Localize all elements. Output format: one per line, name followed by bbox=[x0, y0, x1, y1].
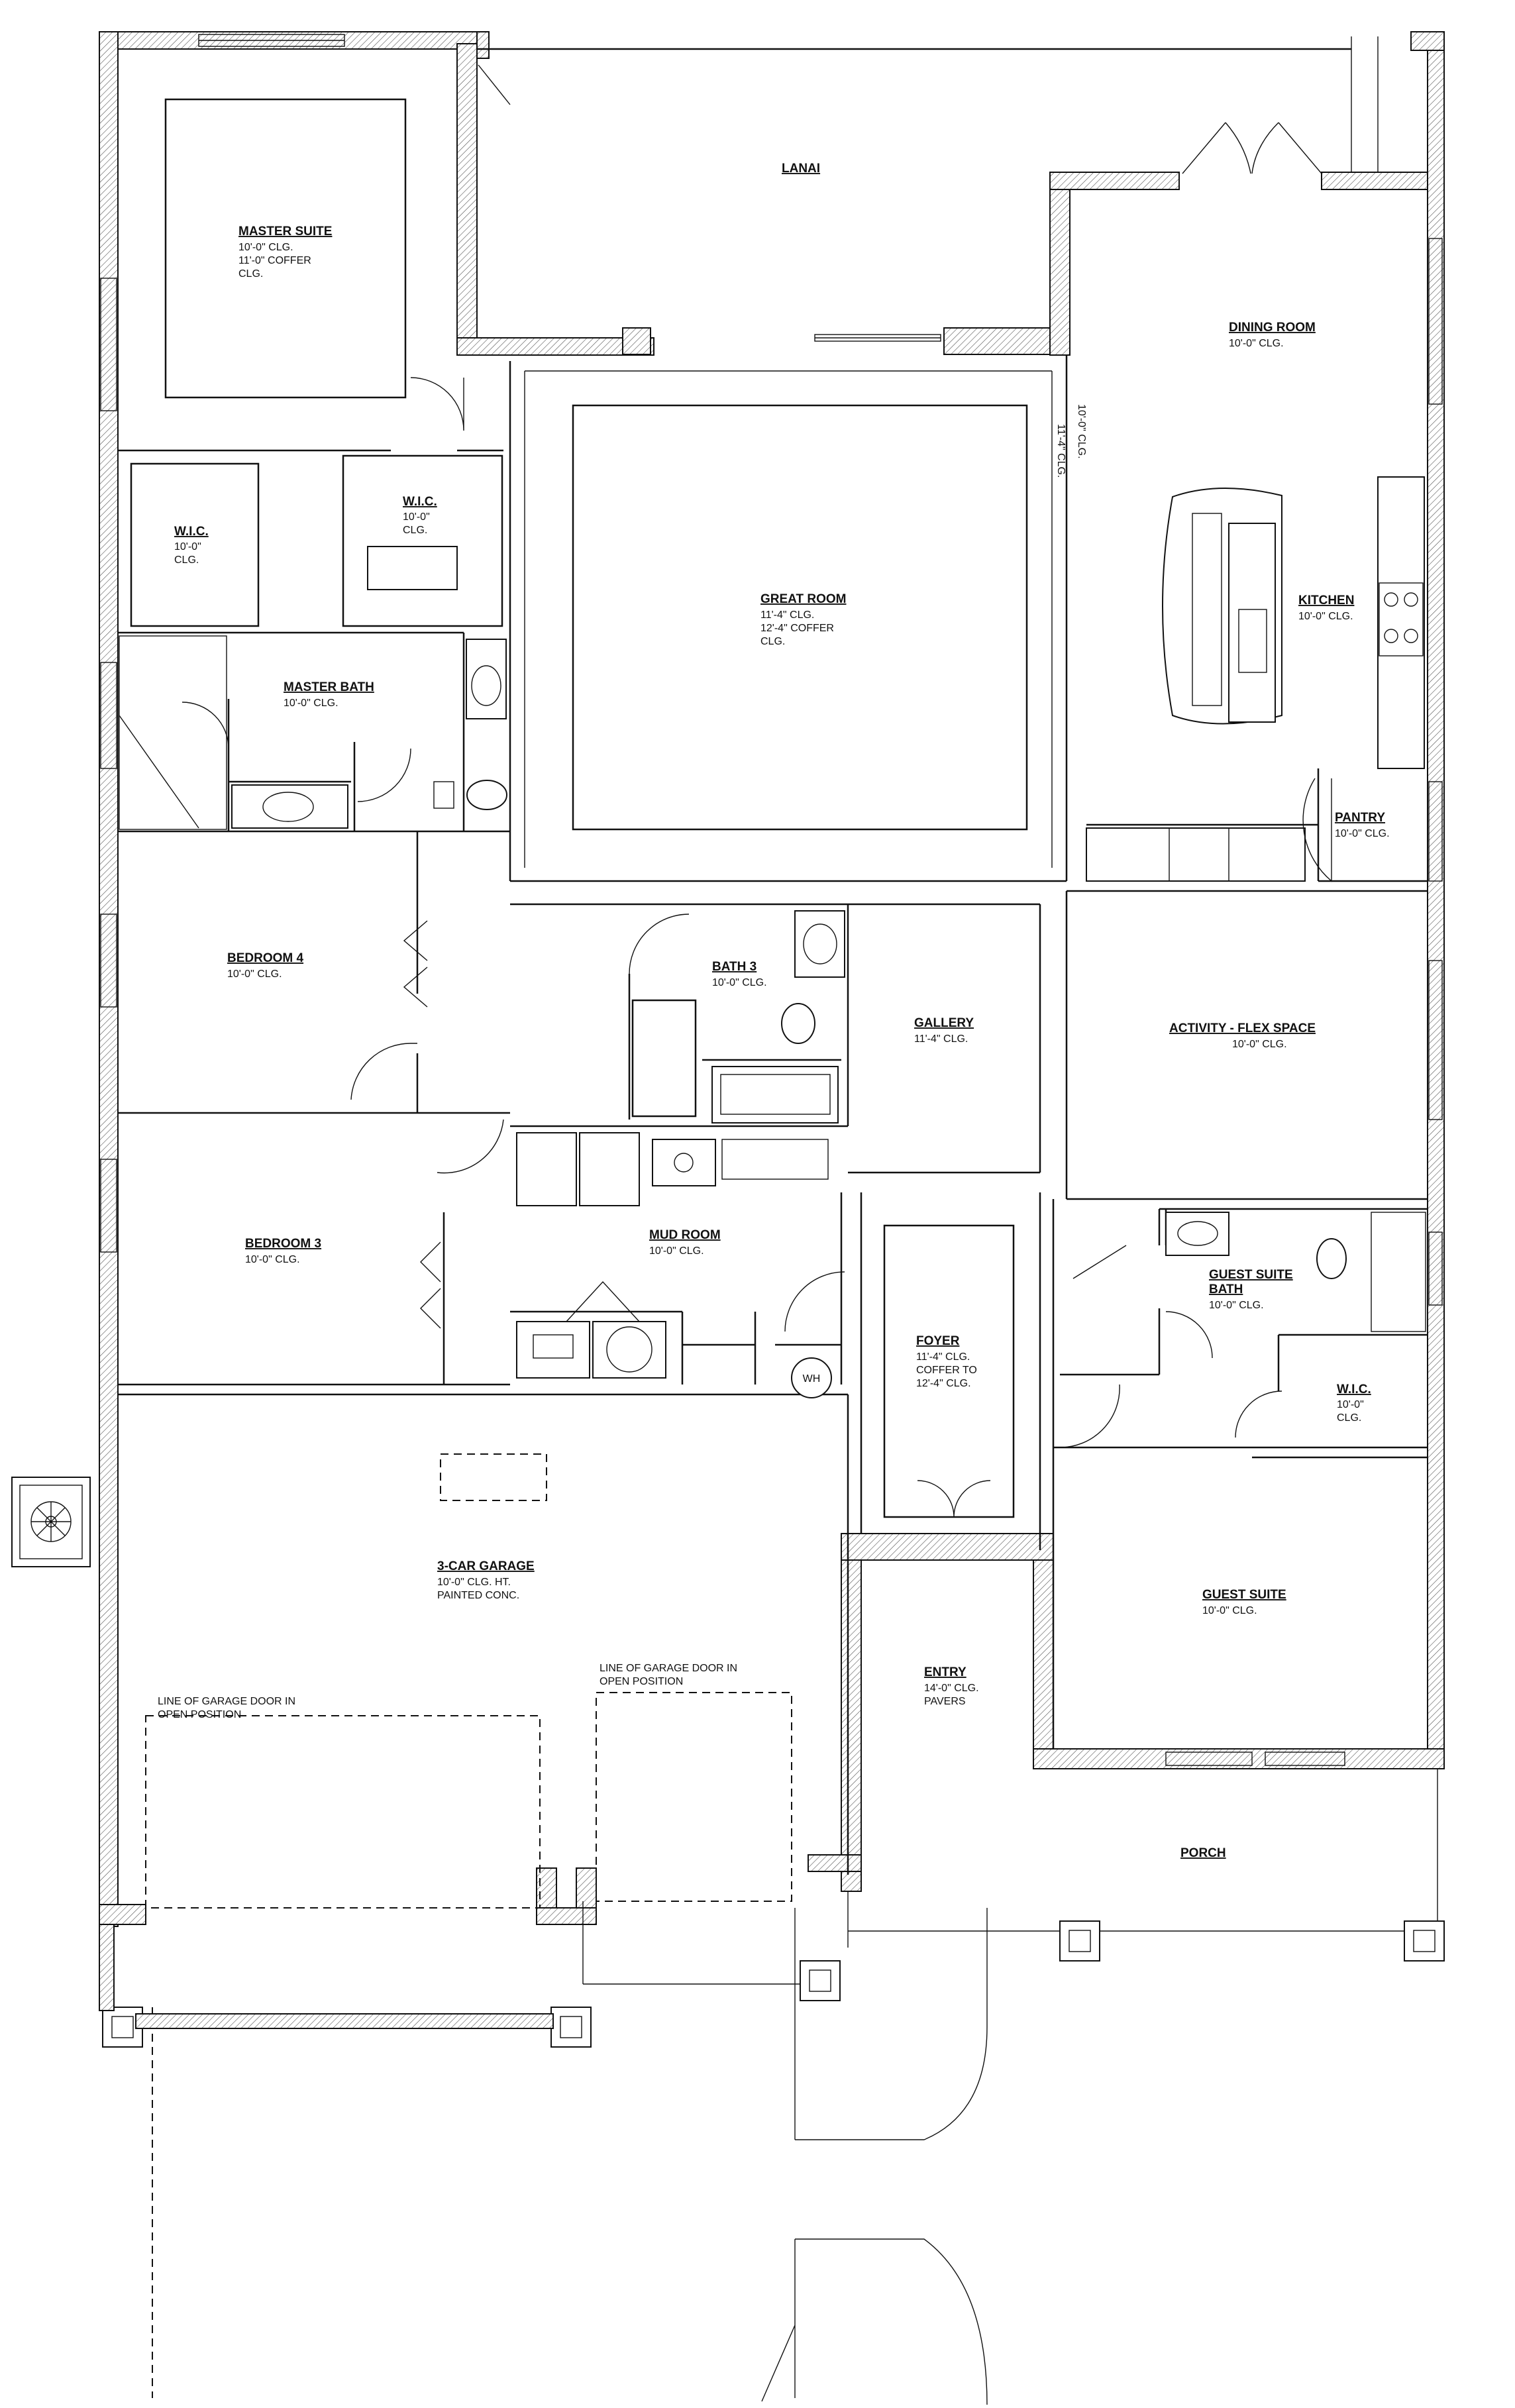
garage-door-note-left-1: LINE OF GARAGE DOOR IN bbox=[158, 1696, 295, 1707]
ac-unit bbox=[11, 1477, 91, 1567]
lanai bbox=[477, 36, 1379, 174]
gallery-clg: 11'-4" CLG. bbox=[914, 1033, 968, 1045]
guest-suite-name: GUEST SUITE bbox=[1202, 1588, 1286, 1602]
kitchen-clg: 10'-0" CLG. bbox=[1298, 611, 1353, 622]
bedroom3-clg: 10'-0" CLG. bbox=[245, 1254, 300, 1265]
wic-right-clg2: CLG. bbox=[403, 525, 427, 536]
windows bbox=[100, 34, 1443, 1766]
foyer-coffer: COFFER TO bbox=[916, 1365, 977, 1376]
pantry-clg: 10'-0" CLG. bbox=[1335, 828, 1390, 839]
guest-suite-bath-clg: 10'-0" CLG. bbox=[1209, 1300, 1264, 1311]
room-labels: MASTER SUITE 10'-0" CLG. 11'-0" COFFER C… bbox=[158, 162, 1390, 1860]
master-suite-coffer: 11'-0" COFFER bbox=[238, 255, 311, 266]
wic-guest-clg2: CLG. bbox=[1337, 1412, 1361, 1424]
lanai-name: LANAI bbox=[782, 162, 820, 176]
master-suite-clg: 10'-0" CLG. bbox=[238, 242, 293, 253]
exterior-walls bbox=[99, 31, 1445, 1927]
master-bath-name: MASTER BATH bbox=[284, 680, 374, 694]
doors bbox=[182, 377, 1332, 1518]
wic-right-name: W.I.C. bbox=[403, 495, 437, 509]
wic-guest-clg: 10'-0" bbox=[1337, 1399, 1364, 1410]
entry-clg: 14'-0" CLG. bbox=[924, 1683, 979, 1694]
great-room-name: GREAT ROOM bbox=[760, 592, 846, 606]
porch bbox=[582, 1769, 1438, 2405]
gallery-name: GALLERY bbox=[914, 1016, 974, 1030]
dining-room-name: DINING ROOM bbox=[1229, 321, 1316, 335]
interior-walls bbox=[118, 354, 1428, 1875]
porch-name: PORCH bbox=[1180, 1846, 1226, 1860]
kitchen-name: KITCHEN bbox=[1298, 594, 1354, 607]
garage-door-note-right-2: OPEN POSITION bbox=[600, 1676, 683, 1687]
bedroom4-clg: 10'-0" CLG. bbox=[227, 968, 282, 980]
bath-fixtures bbox=[231, 546, 1426, 1332]
bedroom3-name: BEDROOM 3 bbox=[245, 1237, 321, 1251]
bedroom4-name: BEDROOM 4 bbox=[227, 951, 304, 965]
wic-left-clg2: CLG. bbox=[174, 554, 199, 566]
foyer-name: FOYER bbox=[916, 1334, 960, 1348]
coffer-lines bbox=[145, 98, 1053, 2398]
activity-name: ACTIVITY - FLEX SPACE bbox=[1169, 1021, 1316, 1035]
garage-door-note-left-2: OPEN POSITION bbox=[158, 1709, 241, 1720]
garage-floor: PAINTED CONC. bbox=[437, 1590, 519, 1601]
wic-left-name: W.I.C. bbox=[174, 525, 209, 539]
mud-room-name: MUD ROOM bbox=[649, 1228, 721, 1242]
water-heater-label: WH bbox=[803, 1373, 821, 1385]
guest-suite-clg: 10'-0" CLG. bbox=[1202, 1605, 1257, 1616]
garage-clg: 10'-0" CLG. HT. bbox=[437, 1577, 511, 1588]
guest-suite-bath-name1: GUEST SUITE bbox=[1209, 1268, 1293, 1282]
garage-door-note-right-1: LINE OF GARAGE DOOR IN bbox=[600, 1663, 737, 1674]
bath3-name: BATH 3 bbox=[712, 960, 757, 974]
great-room-coffer: 12'-4" COFFER bbox=[760, 623, 834, 634]
great-room-side-clg1: 10'-0" CLG. bbox=[1076, 404, 1087, 459]
entry-name: ENTRY bbox=[924, 1665, 966, 1679]
bath3-clg: 10'-0" CLG. bbox=[712, 977, 767, 988]
wic-guest-name: W.I.C. bbox=[1337, 1383, 1371, 1396]
master-suite-name: MASTER SUITE bbox=[238, 225, 332, 238]
master-bath-clg: 10'-0" CLG. bbox=[284, 698, 339, 709]
great-room-side-clg2: 11'-4" CLG. bbox=[1055, 424, 1067, 478]
wic-left-clg: 10'-0" bbox=[174, 541, 201, 552]
wic-right-clg: 10'-0" bbox=[403, 511, 430, 523]
garage-name: 3-CAR GARAGE bbox=[437, 1559, 535, 1573]
pantry-name: PANTRY bbox=[1335, 811, 1385, 825]
porch-columns bbox=[99, 1920, 1445, 2048]
master-suite-clg2: CLG. bbox=[238, 268, 263, 280]
entry-floor: PAVERS bbox=[924, 1696, 966, 1707]
great-room-clg2: CLG. bbox=[760, 636, 785, 647]
dining-room-clg: 10'-0" CLG. bbox=[1229, 338, 1284, 349]
foyer-clg2: 12'-4" CLG. bbox=[916, 1378, 971, 1389]
foyer-clg: 11'-4" CLG. bbox=[916, 1351, 970, 1363]
kitchen-fixtures bbox=[1086, 476, 1425, 882]
guest-suite-bath-name2: BATH bbox=[1209, 1283, 1243, 1296]
activity-clg: 10'-0" CLG. bbox=[1232, 1039, 1287, 1050]
utility-fixtures: WH bbox=[516, 1132, 832, 1398]
mud-room-clg: 10'-0" CLG. bbox=[649, 1245, 704, 1257]
great-room-clg: 11'-4" CLG. bbox=[760, 609, 814, 621]
